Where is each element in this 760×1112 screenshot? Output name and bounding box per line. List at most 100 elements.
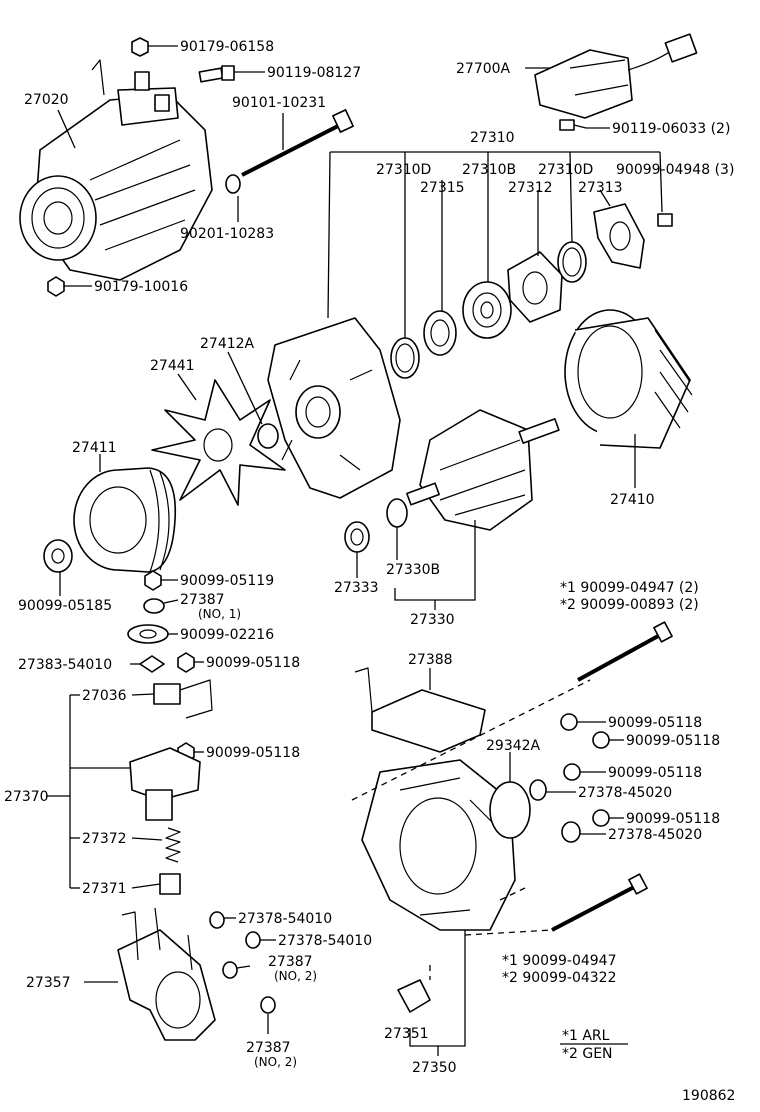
part-labels: 90179-06158 90119-08127 27020 90101-1023… [4, 39, 735, 1104]
label-27310D-b: 27310D [538, 162, 593, 178]
legend-line-2: *2 GEN [562, 1046, 613, 1062]
rectifier-27357-drawing [117, 907, 216, 1041]
label-27411: 27411 [72, 440, 117, 456]
label-29342A: 29342A [486, 738, 541, 754]
label-27388: 27388 [408, 652, 453, 668]
plate-27315-drawing [423, 310, 457, 356]
label-27036: 27036 [82, 688, 127, 704]
label-27370: 27370 [4, 789, 49, 805]
retainer-27312-drawing [507, 251, 563, 323]
label-27378-45020-a: 27378-45020 [578, 785, 672, 801]
regulator-drawing [534, 33, 698, 119]
label-star2-bottom: *2 90099-04322 [502, 970, 616, 986]
label-90099-05119: 90099-05119 [180, 573, 274, 589]
label-90099-04948: 90099-04948 (3) [616, 162, 734, 178]
label-90101-10231: 90101-10231 [232, 95, 326, 111]
bolt-star-bottom-drawing [551, 873, 648, 932]
label-27310: 27310 [470, 130, 515, 146]
ring-27330B-drawing [386, 498, 408, 528]
o-ring-29342A-drawing [489, 781, 531, 839]
nuts-right-column-drawing [529, 713, 610, 843]
label-27387-no2-a-note: (NO, 2) [274, 969, 317, 983]
label-90201-10283: 90201-10283 [180, 226, 274, 242]
label-27378-45020-b: 27378-45020 [608, 827, 702, 843]
insulator-27378-54010-a-drawing [209, 911, 225, 929]
pulley-27411-drawing [73, 467, 177, 573]
label-27312: 27312 [508, 180, 553, 196]
plate-27383-54010-drawing [139, 655, 165, 673]
nut-90179-10016-drawing [47, 276, 65, 297]
fan-27441-drawing [151, 379, 286, 506]
long-bolt-90101-10231-drawing [241, 109, 354, 177]
spring-27372-drawing [165, 827, 181, 863]
brush-holder-drawing [129, 747, 201, 821]
washer-90099-02216-drawing [127, 624, 169, 644]
bolt-90119-08127-drawing [198, 65, 235, 83]
label-27387-no2-b: 27387 [246, 1040, 291, 1056]
cover-27333-drawing [344, 521, 370, 553]
label-90119-08127: 90119-08127 [267, 65, 361, 81]
label-90179-10016: 90179-10016 [94, 279, 188, 295]
nut-90099-05118-a-drawing [177, 652, 195, 673]
stator-drawing [564, 309, 693, 449]
leader-lines [46, 45, 663, 1056]
label-90099-05118-e: 90099-05118 [608, 765, 702, 781]
label-90179-06158: 90179-06158 [180, 39, 274, 55]
insulator-27387-no2-a-drawing [222, 961, 238, 979]
diagram-id: 190862 [682, 1088, 735, 1104]
nut-90099-05119-drawing [144, 570, 162, 591]
label-90099-05118-b: 90099-05118 [206, 745, 300, 761]
rotor-drawing [406, 409, 560, 531]
label-27333: 27333 [334, 580, 379, 596]
label-27378-54010-b: 27378-54010 [278, 933, 372, 949]
label-27387-no1: 27387 [180, 592, 225, 608]
bearing-27310B-drawing [462, 281, 512, 339]
label-27330: 27330 [410, 612, 455, 628]
label-90099-05118-c: 90099-05118 [608, 715, 702, 731]
label-27387-no2-b-note: (NO, 2) [254, 1055, 297, 1069]
insulator-27351-drawing [397, 979, 431, 1013]
rear-frame-27350-drawing [361, 759, 516, 931]
label-27330B: 27330B [386, 562, 440, 578]
label-27441: 27441 [150, 358, 195, 374]
label-90099-05118-d: 90099-05118 [626, 733, 720, 749]
screw-90099-04948-drawing [657, 213, 673, 227]
label-27310B: 27310B [462, 162, 516, 178]
label-27357: 27357 [26, 975, 71, 991]
label-27020: 27020 [24, 92, 69, 108]
label-27315: 27315 [420, 180, 465, 196]
label-star2-top: *2 90099-00893 (2) [560, 597, 699, 613]
label-27387-no2-a: 27387 [268, 954, 313, 970]
label-90099-05118-a: 90099-05118 [206, 655, 300, 671]
plate-27313-drawing [593, 203, 645, 269]
screw-90119-06033-drawing [559, 119, 587, 131]
label-star1-top: *1 90099-04947 (2) [560, 580, 699, 596]
snap-ring-27310D-a-drawing [390, 337, 420, 379]
spacer-27412A-drawing [257, 423, 279, 449]
label-27410: 27410 [610, 492, 655, 508]
label-27378-54010-a: 27378-54010 [238, 911, 332, 927]
label-90099-05118-f: 90099-05118 [626, 811, 720, 827]
insulator-27387-no2-b-drawing [260, 996, 276, 1014]
label-27371: 27371 [82, 881, 127, 897]
label-27387-no1-note: (NO, 1) [198, 607, 241, 621]
label-90099-02216: 90099-02216 [180, 627, 274, 643]
label-27412A: 27412A [200, 336, 255, 352]
bolt-star-top-drawing [577, 621, 673, 682]
nut-90179-06158-drawing [131, 37, 149, 57]
label-star1-bottom: *1 90099-04947 [502, 953, 616, 969]
washer-90201-10283-drawing [225, 174, 241, 194]
cover-27388-drawing [354, 667, 486, 753]
insulator-27378-54010-b-drawing [245, 931, 261, 949]
terminal-27036-drawing [153, 679, 213, 719]
label-27383-54010: 27383-54010 [18, 657, 112, 673]
label-27351: 27351 [384, 1026, 429, 1042]
label-27310D-a: 27310D [376, 162, 431, 178]
label-27372: 27372 [82, 831, 127, 847]
label-27700A: 27700A [456, 61, 511, 77]
nut-90099-05185-drawing [43, 539, 73, 573]
insulator-27387-no1-drawing [143, 598, 165, 614]
label-27313: 27313 [578, 180, 623, 196]
